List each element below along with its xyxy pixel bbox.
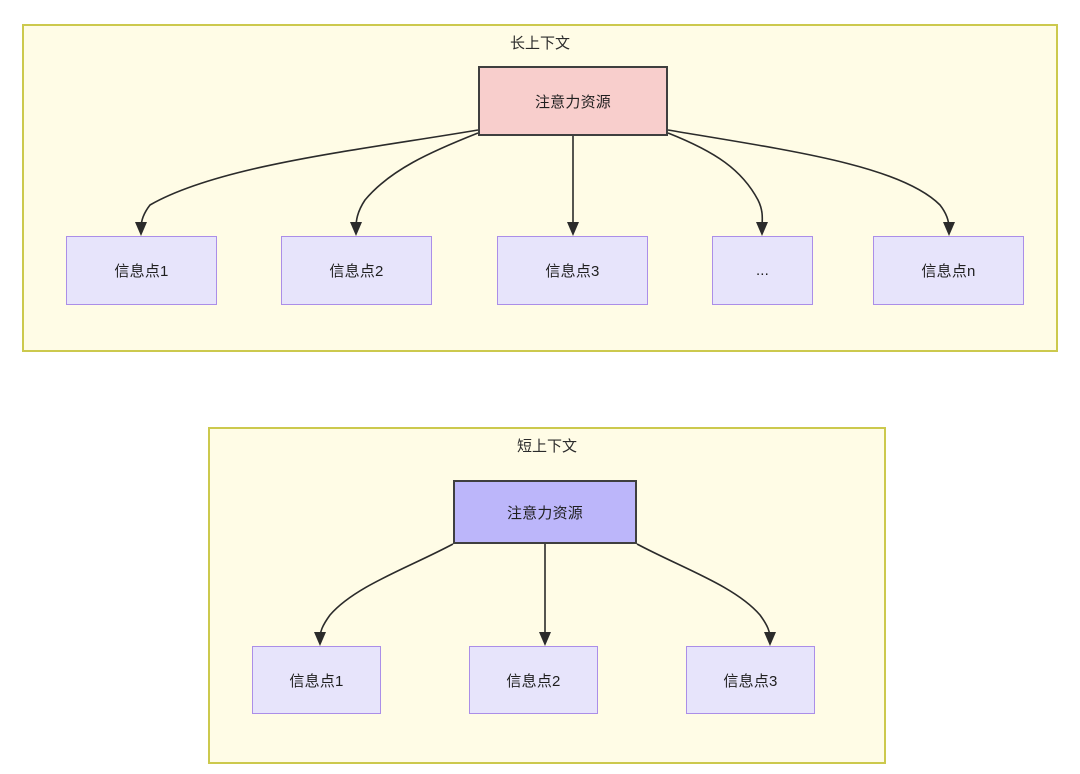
- node-info-point-1-short[interactable]: 信息点1: [252, 646, 381, 714]
- node-info-point-3-short[interactable]: 信息点3: [686, 646, 815, 714]
- node-attention-resource-short[interactable]: 注意力资源: [453, 480, 637, 544]
- node-info-point-n-long[interactable]: 信息点n: [873, 236, 1024, 305]
- panel-short-context-title: 短上下文: [516, 438, 577, 455]
- node-info-point-2-short[interactable]: 信息点2: [469, 646, 598, 714]
- panel-long-context-title: 长上下文: [509, 35, 570, 52]
- node-info-point-2-long[interactable]: 信息点2: [281, 236, 432, 305]
- node-info-point-ellipsis-long[interactable]: ...: [712, 236, 813, 305]
- node-info-point-1-long[interactable]: 信息点1: [66, 236, 217, 305]
- node-info-point-3-long[interactable]: 信息点3: [497, 236, 648, 305]
- node-attention-resource-long[interactable]: 注意力资源: [478, 66, 668, 136]
